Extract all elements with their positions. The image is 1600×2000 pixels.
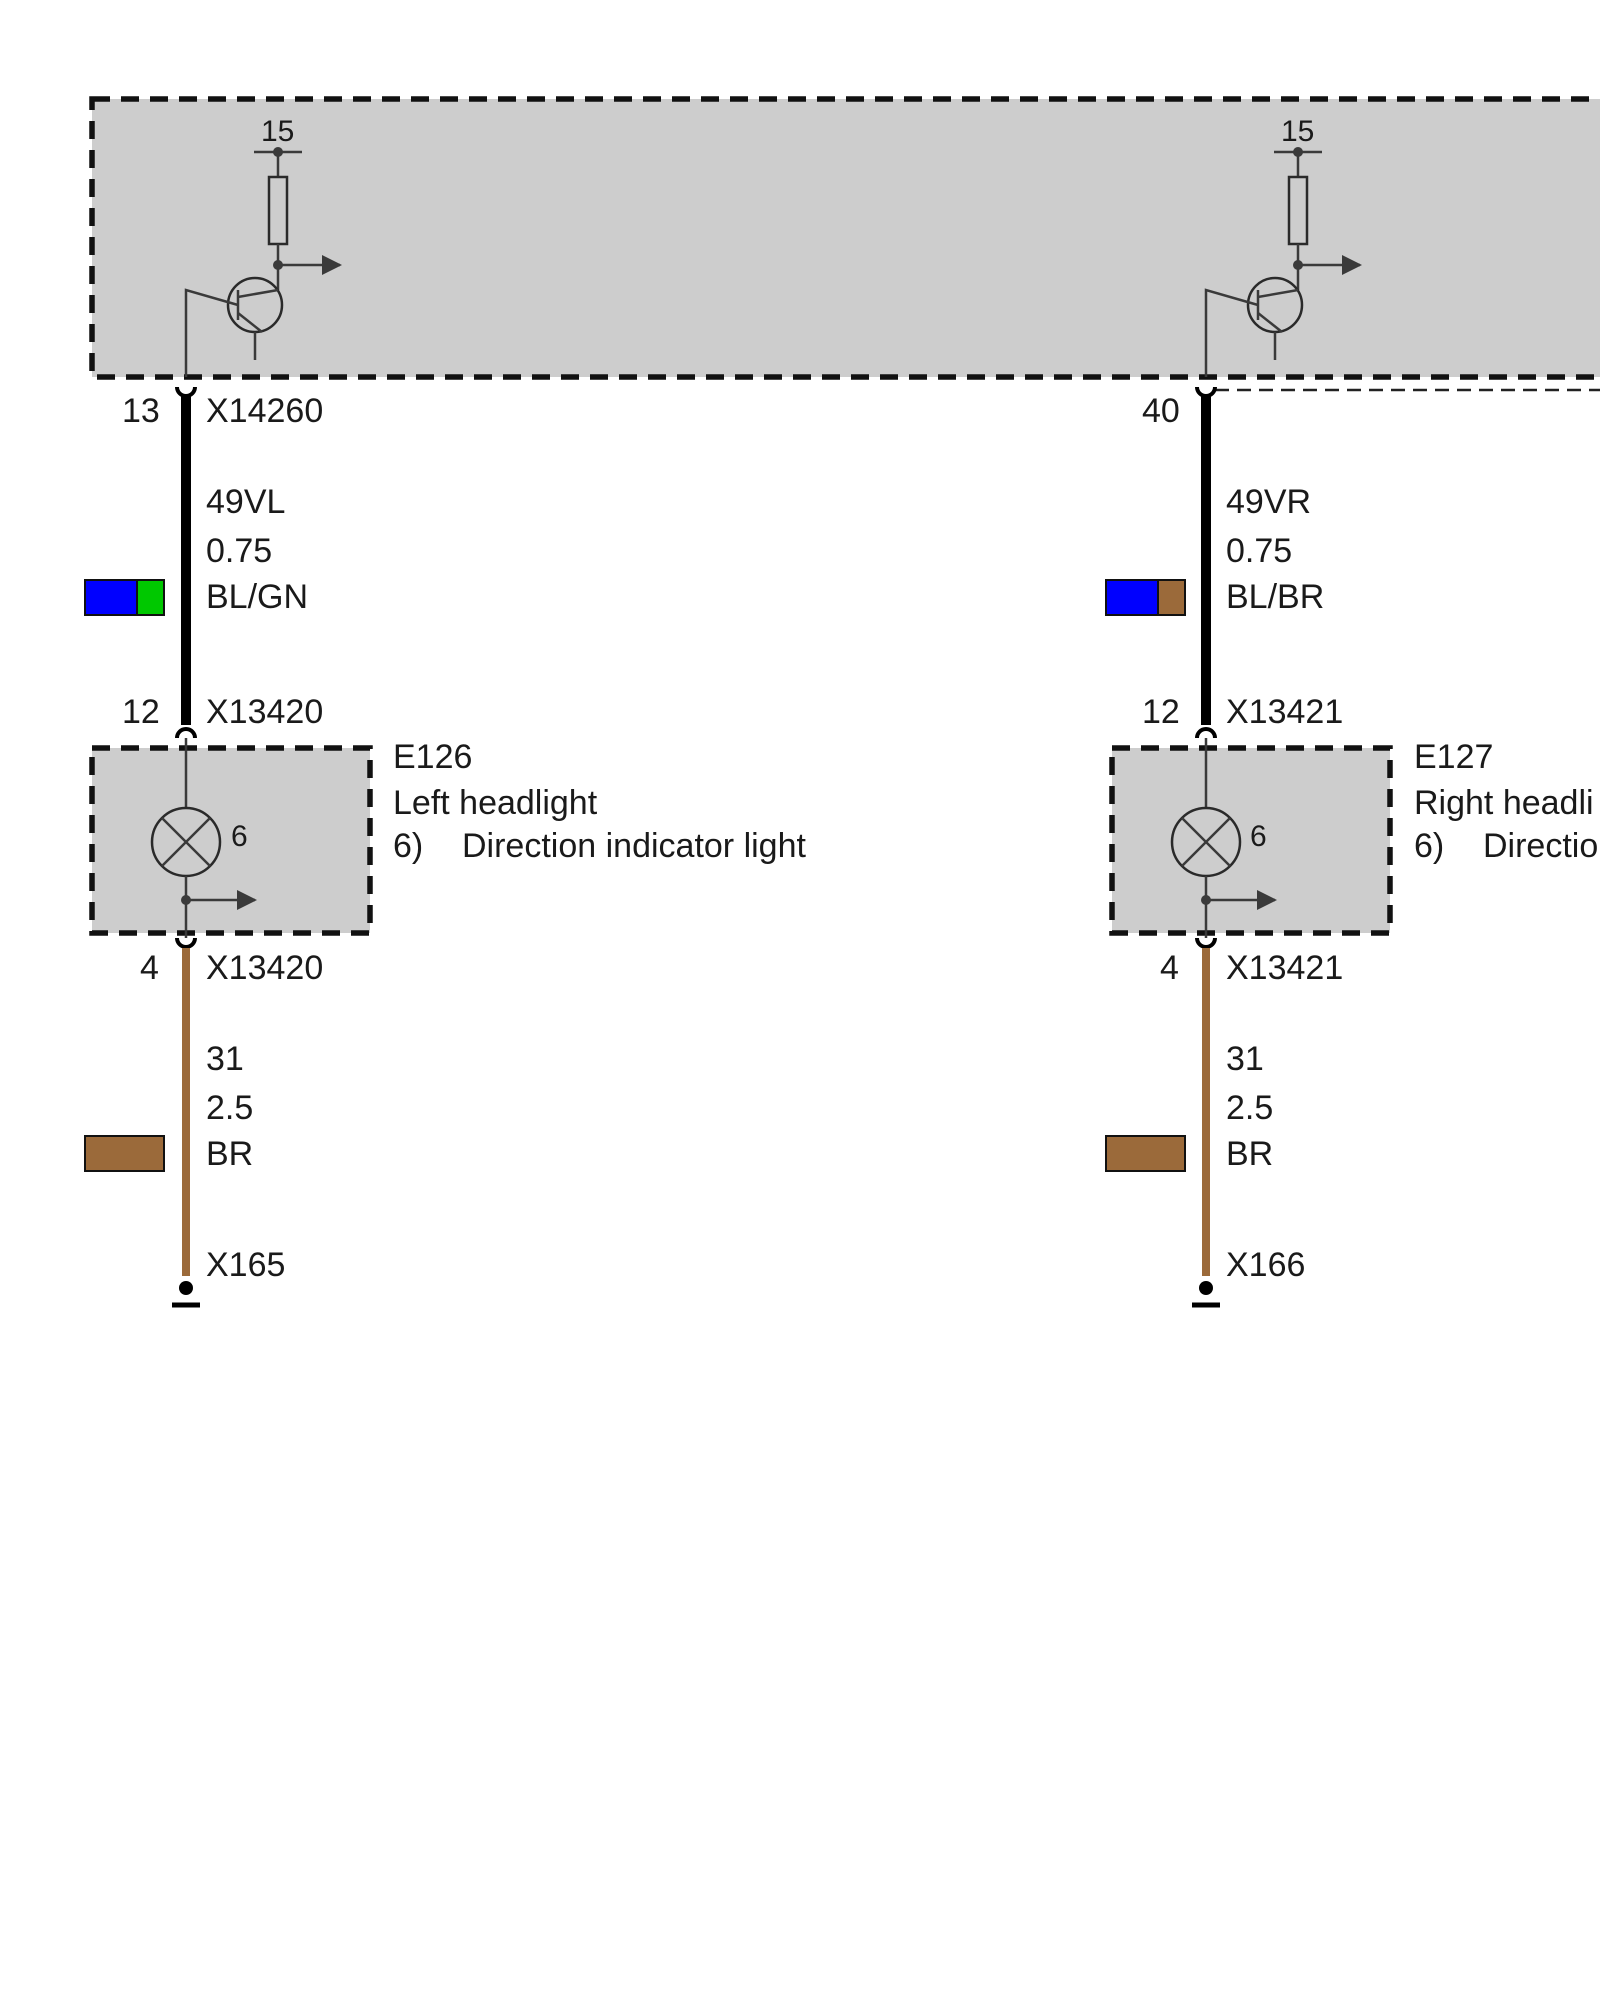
wire-id: 31 [1226, 1040, 1264, 1078]
connector-id: X13420 [206, 693, 323, 731]
wire-size: 2.5 [206, 1089, 253, 1127]
wire-color-swatch [84, 579, 165, 616]
circuit-left: 15 13 X14260 49VL 0.75 BL/GN [84, 115, 806, 1308]
wire-size: 0.75 [1226, 532, 1292, 570]
ground-point-id: X165 [206, 1246, 285, 1284]
wire-color-code: BL/GN [206, 578, 308, 616]
wire-color-swatch [1105, 579, 1186, 616]
pin-number: 40 [1142, 392, 1180, 430]
connector-symbol [1195, 727, 1217, 739]
swatch-secondary [1157, 579, 1186, 616]
supply-terminal-label: 15 [1281, 115, 1314, 148]
wire-size: 2.5 [1226, 1089, 1273, 1127]
wire-color-swatch [1105, 1135, 1186, 1172]
component-box [89, 745, 373, 936]
component-name: Left headlight [393, 784, 598, 822]
connector-symbol [175, 937, 197, 949]
wire-size: 0.75 [206, 532, 272, 570]
lamp-label: 6 [1250, 820, 1267, 853]
wire-id: 31 [206, 1040, 244, 1078]
connector-symbol [1195, 386, 1217, 398]
component-id: E127 [1414, 738, 1493, 776]
wire-color-code: BR [206, 1135, 253, 1173]
supply-terminal-label: 15 [261, 115, 294, 148]
wire-id: 49VR [1226, 483, 1311, 521]
component-note-text: Directio [1483, 827, 1598, 865]
connector-symbol [175, 386, 197, 398]
ground-point-id: X166 [1226, 1246, 1305, 1284]
connector-id: X13421 [1226, 949, 1343, 987]
pin-number: 12 [122, 693, 160, 731]
component-name: Right headli [1414, 784, 1594, 822]
component-box [1109, 745, 1393, 936]
control-module-box [89, 96, 1600, 380]
ground-icon [1192, 1281, 1220, 1308]
pin-number: 4 [140, 949, 159, 987]
circuit-right: 15 40 49VR 0.75 BL/BR 12 X13421 [1105, 115, 1598, 1308]
wire-color-code: BR [1226, 1135, 1273, 1173]
driver-stage-right: 15 [1204, 115, 1362, 377]
connector-id: X13421 [1226, 693, 1343, 731]
component-note-text: Direction indicator light [462, 827, 806, 865]
connector-symbol [1195, 937, 1217, 949]
lamp-label: 6 [231, 820, 248, 853]
pin-number: 12 [1142, 693, 1180, 731]
wire-color-code: BL/BR [1226, 578, 1324, 616]
component-note-number: 6) [1414, 827, 1444, 865]
driver-stage-left: 15 [184, 115, 342, 377]
component-note-number: 6) [393, 827, 423, 865]
wire-color-swatch [84, 1135, 165, 1172]
connector-id: X14260 [206, 392, 323, 430]
ground-icon [172, 1281, 200, 1308]
connector-symbol [175, 727, 197, 739]
swatch-primary [84, 579, 138, 616]
component-id: E126 [393, 738, 472, 776]
pin-number: 4 [1160, 949, 1179, 987]
wire-id: 49VL [206, 483, 285, 521]
swatch-primary [1105, 579, 1159, 616]
connector-id: X13420 [206, 949, 323, 987]
swatch-secondary [136, 579, 165, 616]
pin-number: 13 [122, 392, 160, 430]
